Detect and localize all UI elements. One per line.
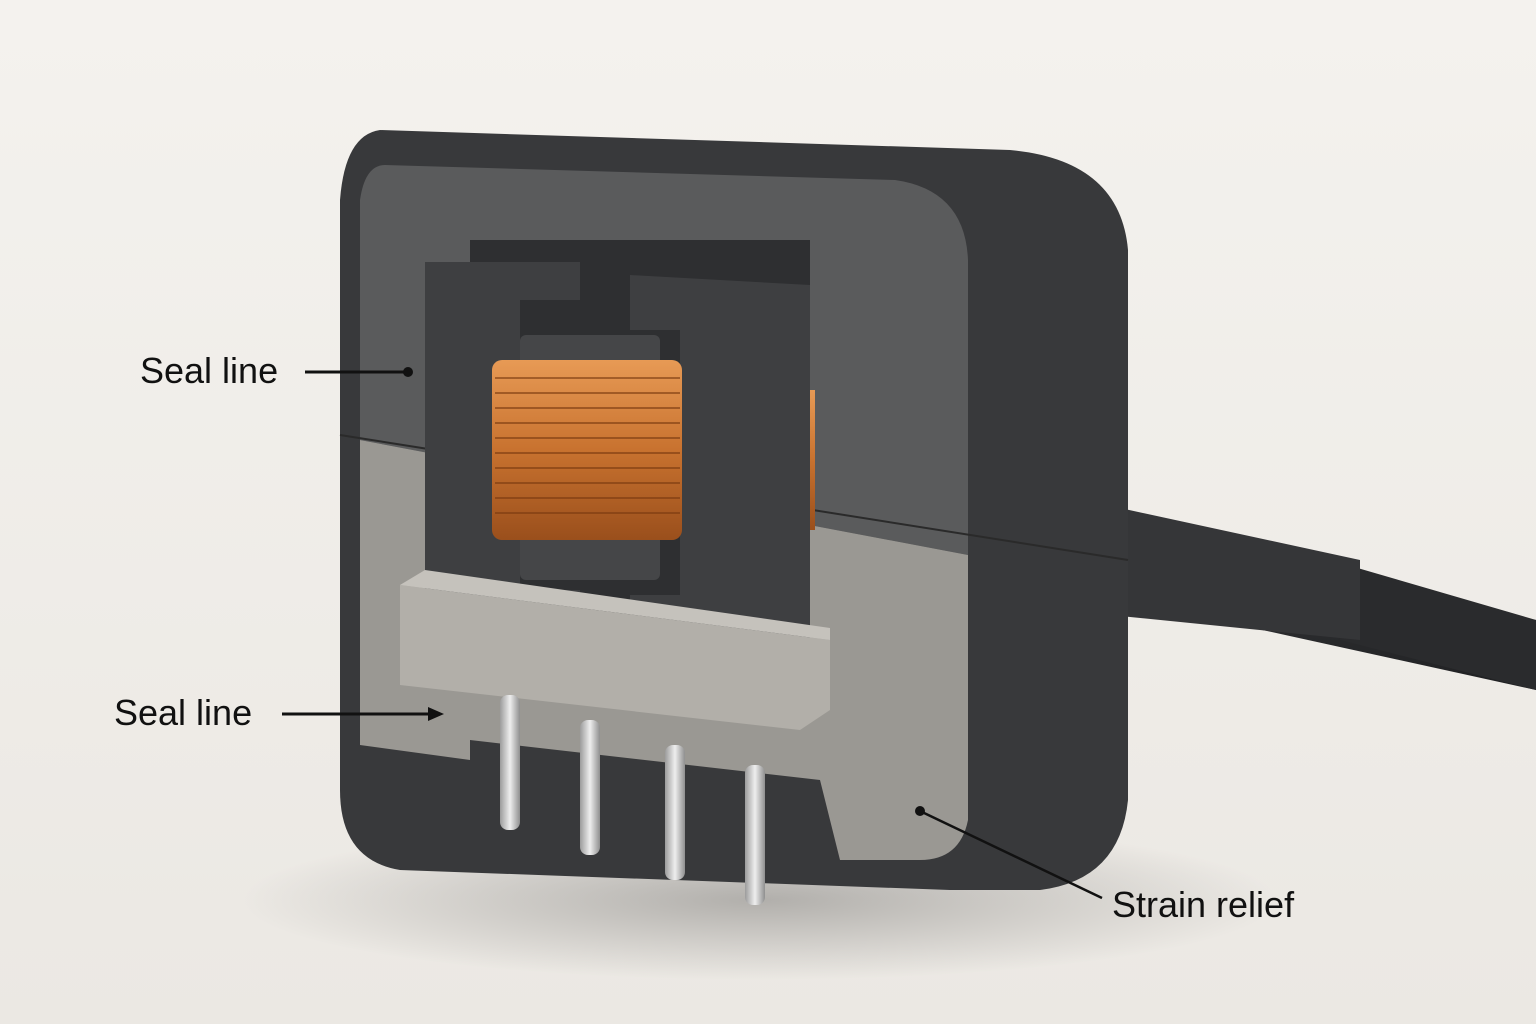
callout-seal-line-upper: Seal line xyxy=(140,350,279,391)
pin-2 xyxy=(580,720,600,855)
callout-strain-relief: Strain relief xyxy=(1112,884,1295,925)
pin-1 xyxy=(500,695,520,830)
cable xyxy=(1030,480,1536,690)
pin-4 xyxy=(745,765,765,905)
coil-main xyxy=(492,360,682,540)
pins xyxy=(500,695,765,905)
callout-lines xyxy=(282,367,1103,900)
pin-3 xyxy=(665,745,685,880)
core-right xyxy=(630,275,810,665)
callout-seal-line-lower: Seal line xyxy=(114,692,253,733)
bobbin-base xyxy=(400,585,830,730)
callout-line-strain-relief xyxy=(921,810,1103,900)
coil-windings xyxy=(495,377,680,514)
